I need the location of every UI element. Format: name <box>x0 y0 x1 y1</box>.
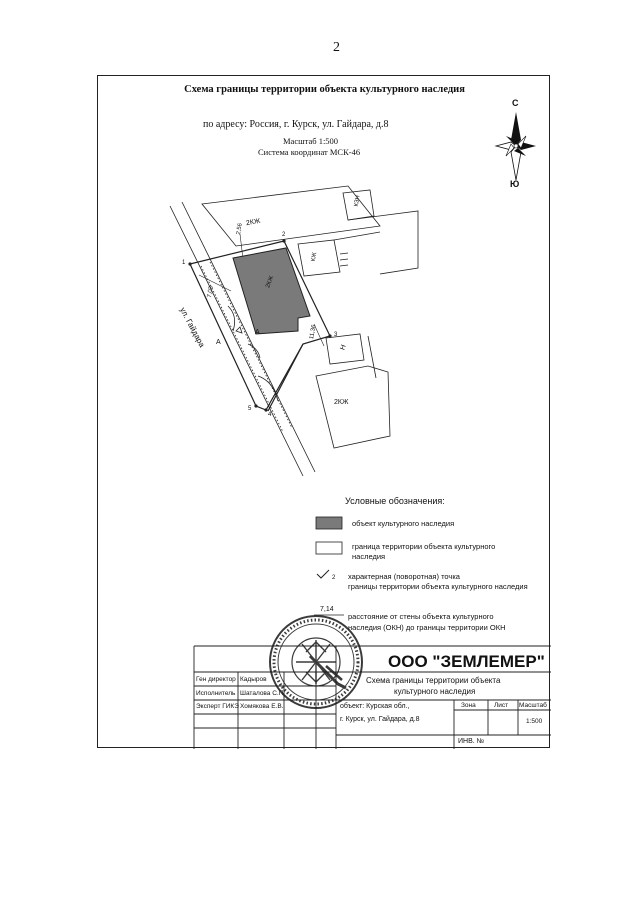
drawing-sheet: Схема границы территории объекта культур… <box>97 75 551 749</box>
label-building-bottom: 2КЖ <box>334 399 349 406</box>
legend-boundary-text2: наследия <box>352 552 386 561</box>
label-road-mark: А <box>216 339 221 346</box>
page-number: 2 <box>333 40 340 55</box>
compass-north-label: С <box>512 98 519 108</box>
stage-label: Зона <box>461 702 476 709</box>
label-object: 2КЖ <box>265 275 276 289</box>
label-building-top-right: КЗН <box>353 194 362 208</box>
title-block-object-2: г. Курск, ул. Гайдара, д.8 <box>340 716 420 723</box>
scale-value: 1:500 <box>526 718 543 725</box>
sheet-label: Лист <box>494 702 509 709</box>
legend-distance-symbol: 7,14 <box>320 606 334 613</box>
title-block-drawing-title-2: культурного наследия <box>394 687 476 696</box>
legend-point-text2: границы территории объекта культурного н… <box>348 582 528 591</box>
role-3: Эксперт ГИКЭ <box>196 703 239 710</box>
point-4: 4 <box>268 412 272 418</box>
label-street: ул. Гайдара <box>178 306 207 349</box>
legend-heading: Условные обозначения: <box>345 496 445 506</box>
legend-distance-text2: наследия (ОКН) до границы территории ОКН <box>348 623 506 632</box>
legend-symbols <box>314 516 344 616</box>
legend-object-text: объект культурного наследия <box>352 519 455 528</box>
legend-boundary-text: граница территории объекта культурного <box>352 542 496 551</box>
title-block-drawing-title-1: Схема границы территории объекта <box>366 676 501 685</box>
name-1: Кадыров <box>240 676 267 683</box>
label-building-top: 2КЖ <box>245 217 261 228</box>
label-building-mid: КЖ <box>310 252 319 262</box>
dim-left: 7,03 <box>206 285 215 299</box>
site-plan <box>169 185 419 477</box>
title-block-object-1: объект: Курская обл., <box>340 703 410 710</box>
scale-label: Масштаб <box>519 702 547 709</box>
role-1: Ген директор <box>196 676 236 683</box>
company-name: ООО "ЗЕМЛЕМЕР" <box>388 652 545 671</box>
label-inner-mark: А <box>255 329 260 336</box>
point-3: 3 <box>334 332 338 338</box>
inventory-label: ИНВ. № <box>458 738 485 745</box>
address-line: по адресу: Россия, г. Курск, ул. Гайдара… <box>203 119 389 130</box>
point-1: 1 <box>182 260 186 266</box>
coordinate-system-line: Система координат МСК-46 <box>258 147 361 157</box>
title-block-grid <box>193 645 551 749</box>
role-2: Исполнитель <box>196 690 236 697</box>
dim-right: 11,36 <box>309 324 318 340</box>
point-5: 5 <box>248 406 252 412</box>
legend-point-symbol: 2 <box>332 575 336 581</box>
legend-distance-text: расстояние от стены объекта культурного <box>348 612 494 621</box>
name-2: Шаталова С.П. <box>240 690 286 697</box>
name-3: Хомякова Е.В. <box>240 703 284 710</box>
legend-point-text: характерная (поворотная) точка <box>348 572 460 581</box>
dim-top: 2,56 <box>235 222 244 236</box>
point-2: 2 <box>282 232 286 238</box>
drawing-title: Схема границы территории объекта культур… <box>184 84 465 95</box>
compass-rose-icon <box>494 112 536 181</box>
scale-line: Масштаб 1:500 <box>283 136 339 146</box>
label-building-low: Н <box>339 343 348 352</box>
compass-south-label: Ю <box>510 179 520 189</box>
company-seal-stamp <box>269 615 363 709</box>
